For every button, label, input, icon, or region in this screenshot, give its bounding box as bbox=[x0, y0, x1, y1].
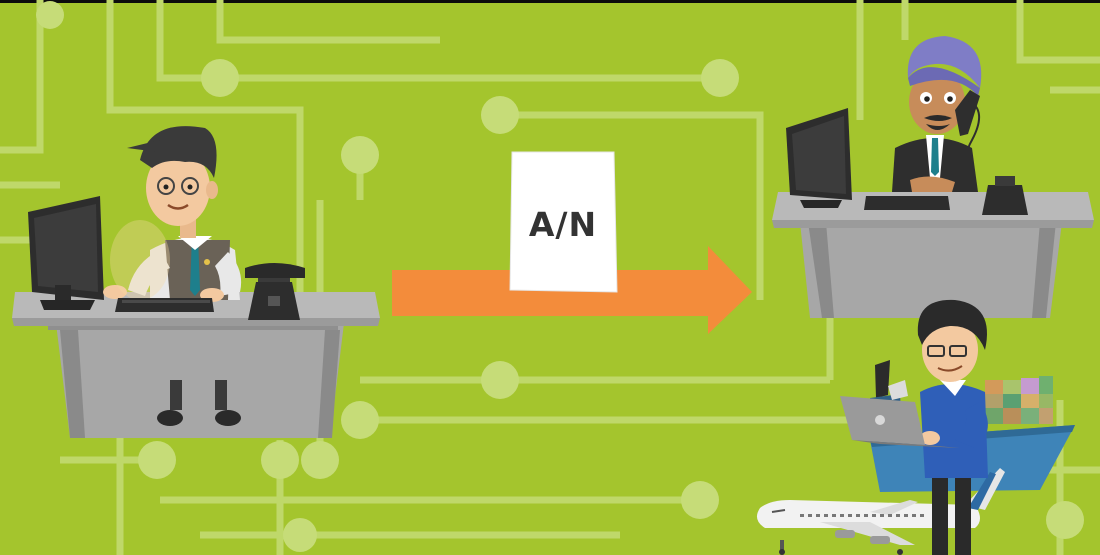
sender-desk-scene bbox=[12, 126, 380, 438]
left-keyboard bbox=[115, 298, 214, 312]
right-monitor bbox=[786, 108, 852, 208]
left-man-character bbox=[103, 126, 242, 302]
top-border bbox=[0, 0, 1100, 3]
laptop-icon bbox=[840, 396, 960, 448]
laptop-man-character bbox=[840, 299, 988, 555]
right-man-character bbox=[892, 36, 982, 192]
left-man-legs bbox=[157, 380, 241, 426]
telephone-icon bbox=[245, 263, 305, 320]
document-icon: A/N bbox=[509, 151, 618, 293]
circuit-nodes bbox=[36, 1, 1084, 552]
desk-phone-icon bbox=[982, 176, 1028, 215]
airplane-icon bbox=[756, 468, 1005, 555]
arrival-notice-label: A/N bbox=[529, 205, 597, 244]
left-monitor bbox=[28, 196, 104, 310]
receiver-desk-scene bbox=[772, 36, 1094, 318]
right-keyboard bbox=[864, 196, 950, 210]
left-desk bbox=[12, 292, 380, 438]
right-desk bbox=[772, 192, 1094, 318]
